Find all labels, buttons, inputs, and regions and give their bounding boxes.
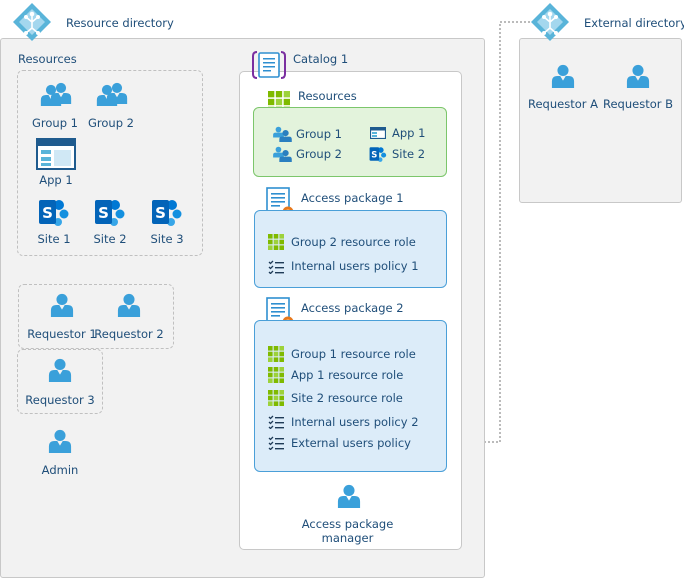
requestor-2-icon xyxy=(117,292,141,318)
catalog-site-2-sharepoint-icon xyxy=(369,145,387,163)
ap2-external-users-policy-label: External users policy xyxy=(291,436,411,450)
catalog-site-2-label: Site 2 xyxy=(392,147,426,161)
resource-directory-title: Resource directory xyxy=(66,16,174,30)
site-1-label: Site 1 xyxy=(37,232,71,246)
requestor-a-label: Requestor A xyxy=(528,97,598,111)
requestor-1-label: Requestor 1 xyxy=(27,327,97,341)
ap2-app-1-role-label: App 1 resource role xyxy=(291,368,404,382)
access-package-1-box xyxy=(254,210,447,288)
ap2-internal-policy-2-label: Internal users policy 2 xyxy=(291,415,419,429)
catalog-app-1-label: App 1 xyxy=(392,126,426,140)
access-package-manager-label: Access package manager xyxy=(301,517,394,545)
catalog-title: Catalog 1 xyxy=(293,52,349,66)
ap1-internal-policy-1-label: Internal users policy 1 xyxy=(291,259,419,273)
site-3-sharepoint-icon xyxy=(151,196,183,228)
requestor-2-label: Requestor 2 xyxy=(94,327,164,341)
access-package-manager-icon xyxy=(337,483,361,509)
connector-external-to-external-policy xyxy=(410,21,530,443)
ap2-group-1-role-label: Group 1 resource role xyxy=(291,347,416,361)
catalog-group-1-icon xyxy=(272,126,292,142)
catalog-icon xyxy=(252,50,286,80)
admin-icon xyxy=(48,428,72,454)
site-2-label: Site 2 xyxy=(93,232,127,246)
catalog-group-1-label: Group 1 xyxy=(296,127,342,141)
ap1-group-2-role-label: Group 2 resource role xyxy=(291,235,416,249)
ap2-group-1-role-grid-icon xyxy=(268,346,284,362)
app-1-label: App 1 xyxy=(39,173,73,187)
requestor-3-label: Requestor 3 xyxy=(25,393,95,407)
requestor-b-icon xyxy=(626,63,650,89)
site-1-sharepoint-icon xyxy=(38,196,70,228)
catalog-app-1-icon xyxy=(370,127,386,139)
access-package-1-title: Access package 1 xyxy=(301,191,404,205)
ap1-group-2-role-grid-icon xyxy=(268,234,284,250)
access-package-2-title: Access package 2 xyxy=(301,301,404,315)
requestor-b-label: Requestor B xyxy=(602,97,674,111)
resource-directory-icon xyxy=(12,2,52,42)
external-directory-icon xyxy=(530,2,570,42)
catalog-group-2-label: Group 2 xyxy=(296,147,342,161)
requestor-3-box xyxy=(17,349,103,414)
ap2-external-policy-icon xyxy=(268,436,284,450)
group-2-icon xyxy=(96,82,128,106)
catalog-resources-box xyxy=(253,107,447,177)
resources-group-box xyxy=(17,70,203,256)
app-1-icon xyxy=(36,138,76,170)
resources-title: Resources xyxy=(18,52,77,66)
requestors-group-box xyxy=(18,284,174,349)
catalog-group-2-icon xyxy=(272,146,292,162)
ap1-policy-icon xyxy=(268,260,284,274)
catalog-resources-title: Resources xyxy=(298,89,357,103)
group-1-label: Group 1 xyxy=(32,116,78,130)
admin-label: Admin xyxy=(41,463,79,477)
ap2-site-2-role-label: Site 2 resource role xyxy=(291,391,403,405)
ap2-app-1-role-grid-icon xyxy=(268,367,284,383)
requestor-1-icon xyxy=(50,292,74,318)
requestor-3-icon xyxy=(48,357,72,383)
group-1-icon xyxy=(40,82,72,106)
external-directory-title: External directory xyxy=(584,16,684,30)
requestor-a-icon xyxy=(551,63,575,89)
ap2-internal-policy-icon xyxy=(268,415,284,429)
group-2-label: Group 2 xyxy=(88,116,134,130)
site-3-label: Site 3 xyxy=(150,232,184,246)
ap2-site-2-role-grid-icon xyxy=(268,390,284,406)
access-package-2-box xyxy=(254,320,447,472)
external-directory-panel xyxy=(519,38,682,203)
site-2-sharepoint-icon xyxy=(94,196,126,228)
